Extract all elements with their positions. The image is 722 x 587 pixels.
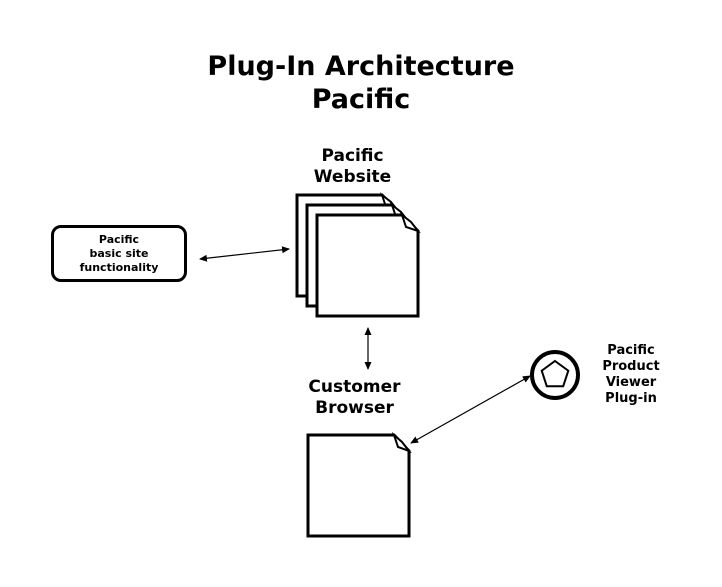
plugin-label: Pacific Product Viewer Plug-in	[590, 343, 672, 407]
page-fold	[400, 212, 421, 233]
plugin-label-line: Product	[602, 359, 660, 374]
website-label-line: Website	[313, 167, 392, 187]
website-label-line: Pacific	[321, 146, 384, 166]
diagram-subtitle: Pacific	[311, 84, 411, 115]
diagram-title: Plug-In Architecture	[207, 51, 515, 82]
basic-functionality-line: functionality	[79, 260, 159, 274]
page-fold	[391, 431, 412, 454]
stacked-documents-icon	[295, 192, 421, 318]
document-page	[315, 213, 420, 318]
browser-label: Customer Browser	[292, 377, 417, 419]
document-page	[306, 433, 411, 538]
basic-functionality-line: basic site	[89, 246, 149, 260]
connector-browser-to-plugin	[410, 375, 531, 444]
browser-label-line: Browser	[315, 398, 394, 418]
plugin-label-line: Pacific	[607, 343, 655, 358]
browser-label-line: Customer	[308, 377, 401, 397]
plugin-label-line: Plug-in	[605, 391, 657, 406]
pentagon-circle-icon	[530, 350, 580, 400]
connector-basic-to-website	[199, 246, 290, 262]
plugin-pentagon	[540, 359, 570, 388]
website-label: Pacific Website	[280, 146, 425, 188]
basic-functionality-line: Pacific	[98, 232, 140, 246]
document-icon	[306, 431, 412, 538]
basic-functionality-box: Pacific basic site functionality	[51, 225, 187, 282]
plugin-label-line: Viewer	[605, 375, 657, 390]
